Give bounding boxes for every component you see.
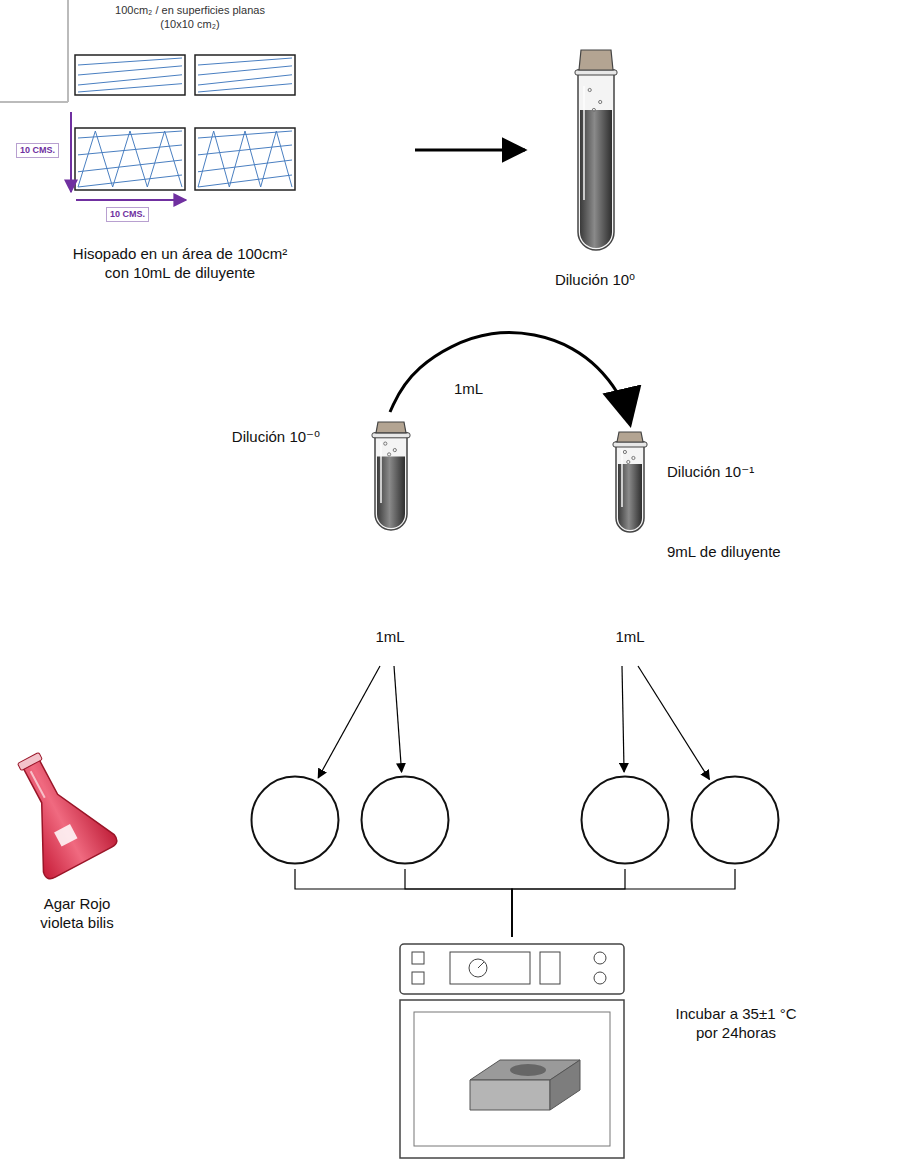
test-tube-drawing — [613, 432, 647, 532]
petri-dish — [580, 775, 670, 865]
flow-arrow — [394, 666, 402, 772]
flow-arrow — [638, 666, 709, 779]
petri-dish-outline — [580, 775, 670, 865]
agar-flask: Agar Rojo violeta bilis — [5, 745, 145, 935]
swab-square — [75, 55, 185, 95]
test-tube: Dilución 10⁰ — [570, 45, 620, 255]
incubator-drawing — [400, 944, 624, 1158]
diluent-label: 9mL de diluyente — [667, 543, 781, 562]
bracket-connector — [295, 869, 512, 937]
bracket-connector — [512, 869, 735, 937]
petri-dish-outline — [690, 775, 780, 865]
dilution-label: Dilución 10⁻¹ — [667, 463, 754, 482]
test-tube: Dilución 10⁻⁰1mL — [365, 418, 415, 663]
dimension: 10 CMS. — [106, 207, 149, 222]
bracket-connector — [512, 869, 625, 937]
petri-dish — [250, 775, 340, 865]
dilution-label: Dilución 10⁻⁰ — [232, 428, 320, 447]
petri-dish — [690, 775, 780, 865]
petri-dish-outline — [360, 775, 450, 865]
area-heading: 100cm₂ / en superficies planas (10x10 cm… — [105, 4, 275, 32]
dilution-label: Dilución 10⁰ — [525, 271, 665, 290]
flow-arrow — [415, 149, 525, 152]
caption: Hisopado en un área de 100cm² con 10mL d… — [71, 245, 289, 283]
flow-arrow — [390, 333, 630, 424]
volume-label: 1mL — [605, 628, 655, 647]
test-tube-drawing — [372, 422, 410, 530]
flow-arrow — [318, 666, 380, 778]
swab-area: Hisopado en un área de 100cm² con 10mL d… — [15, 45, 345, 285]
flask-drawing — [0, 739, 119, 881]
volume-label: 1mL — [365, 628, 415, 647]
incubation-label: Incubar a 35±1 °C por 24horas — [666, 1005, 806, 1043]
test-tube-drawing — [575, 50, 617, 250]
swab-square — [195, 128, 295, 190]
dimension: 10 CMS. — [16, 143, 59, 158]
test-tube: Dilución 10⁻¹9mL de diluyente1mL — [605, 428, 655, 663]
medium-label: Agar Rojo violeta bilis — [23, 895, 131, 933]
edge-label: 1mL — [452, 380, 485, 397]
swab-square — [75, 128, 185, 190]
bracket-connector — [405, 869, 512, 937]
swab-square — [195, 55, 295, 95]
petri-dish — [360, 775, 450, 865]
incubator: Incubar a 35±1 °C por 24horas — [398, 940, 626, 1160]
petri-dish-outline — [250, 775, 340, 865]
flow-arrow — [622, 666, 624, 772]
